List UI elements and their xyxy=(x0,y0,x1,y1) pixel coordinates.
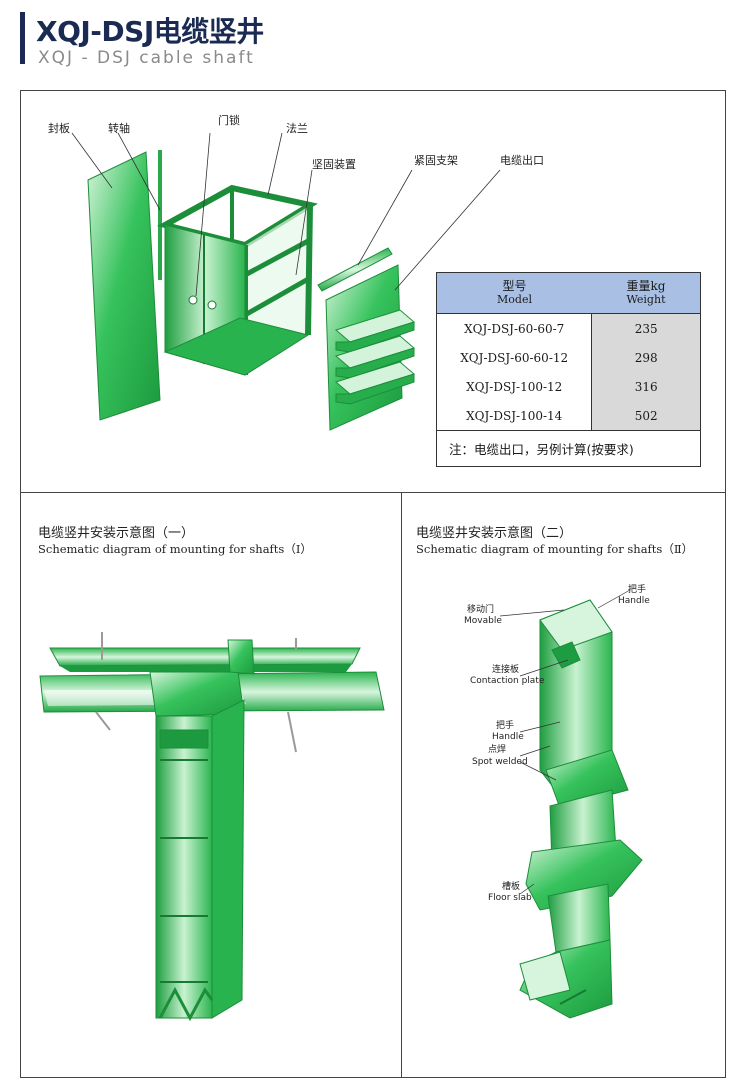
header-model: 型号 Model xyxy=(497,279,532,306)
title-accent-bar xyxy=(20,12,25,64)
label-cover: 封板 xyxy=(48,121,70,135)
label-spot-en: Spot welded xyxy=(472,757,528,767)
page-subtitle: XQJ - DSJ cable shaft xyxy=(38,48,255,68)
table-row: XQJ-DSJ-60-60-12 298 xyxy=(437,343,700,372)
table-note: 注：电缆出口，另例计算(按要求) xyxy=(437,430,700,466)
leader-lines xyxy=(71,132,501,297)
header-weight: 重量kg Weight xyxy=(626,279,666,306)
label-handle-zh: 把手 xyxy=(496,719,514,731)
page-title: XQJ-DSJ电缆竖井 xyxy=(36,15,264,48)
table-row: XQJ-DSJ-100-12 316 xyxy=(437,372,700,401)
right-caption-zh: 电缆竖井安装示意图（二） xyxy=(416,526,573,541)
label-plate-zh: 连接板 xyxy=(492,663,519,675)
left-caption-en: Schematic diagram of mounting for shafts… xyxy=(38,542,312,556)
label-flange: 法兰 xyxy=(286,121,308,135)
label-handle-en: Handle xyxy=(492,732,524,742)
label-fixing: 坚固装置 xyxy=(312,158,356,171)
table-row: XQJ-DSJ-60-60-7 235 xyxy=(437,314,700,343)
table-header: 型号 Model 重量kg Weight xyxy=(437,273,700,314)
fixing-bracket xyxy=(317,247,393,292)
label-movable-en: Movable xyxy=(464,616,502,626)
label-handle-top-zh: 把手 xyxy=(628,583,646,595)
right-caption-en: Schematic diagram of mounting for shafts… xyxy=(416,542,694,556)
cover-plate xyxy=(87,151,161,421)
bottom-right-panel xyxy=(401,492,726,1078)
label-plate-en: Contaction plate xyxy=(470,676,545,686)
right-leaders xyxy=(499,589,631,895)
label-outlet: 电缆出口 xyxy=(500,153,544,167)
vertical-shaft xyxy=(155,699,245,1022)
label-floor-en: Floor slab xyxy=(488,893,532,903)
shaft-body xyxy=(519,599,643,1019)
cable-outlet-panel xyxy=(325,264,416,431)
label-lock: 门锁 xyxy=(218,113,240,127)
label-bracket: 紧固支架 xyxy=(414,154,458,167)
label-handle-top-en: Handle xyxy=(618,596,650,606)
spec-table: 型号 Model 重量kg Weight XQJ-DSJ-60-60-7 235… xyxy=(436,272,701,467)
left-caption-zh: 电缆竖井安装示意图（一） xyxy=(38,526,195,541)
hinge-shaft xyxy=(158,150,162,280)
label-floor-zh: 槽板 xyxy=(502,880,520,892)
table-row: XQJ-DSJ-100-14 502 xyxy=(437,401,700,430)
label-spot-zh: 点焊 xyxy=(488,743,506,755)
label-movable-zh: 移动门 xyxy=(467,603,494,615)
label-hinge: 转轴 xyxy=(108,121,130,135)
cabinet-frame xyxy=(156,184,318,376)
